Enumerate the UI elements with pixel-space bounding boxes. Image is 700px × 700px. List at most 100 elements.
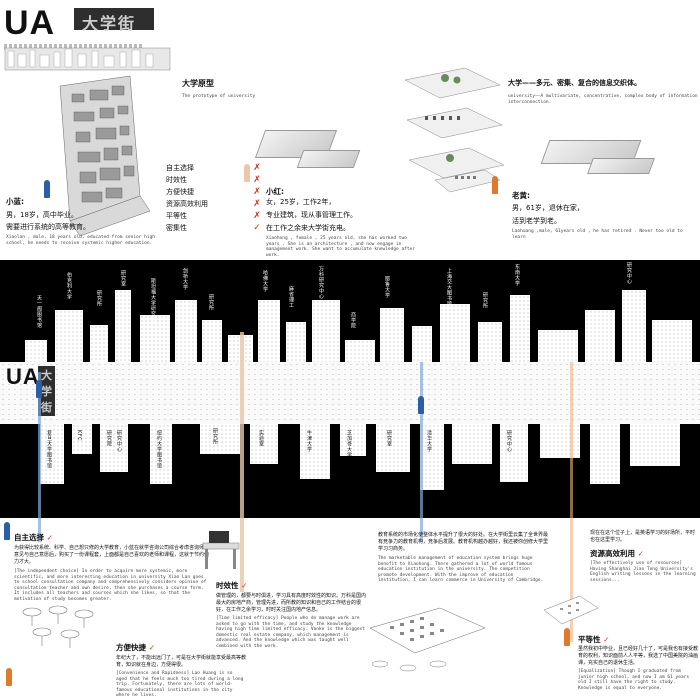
convenience-title: 方便快捷 ✓: [116, 642, 246, 653]
timeliness-title: 时效性 ✓: [216, 580, 366, 591]
efficiency-cn: 现在在这个位子上，是英语学习的好场所，平时也在这里学习。: [590, 530, 696, 543]
top-logo: UA 大学街: [4, 4, 174, 50]
check-mark-icon: ✓: [46, 533, 53, 542]
section-autonomy: 自主选择 ✓ 为获得比较系统、科学、自己想只修的大学教育，小蓝在就学咨询公司综合…: [14, 532, 210, 602]
laohuang-line1: 男，61岁，退休在家，: [512, 204, 584, 212]
skyline-label: 研究中心: [116, 430, 122, 452]
skyline-building: [478, 322, 502, 365]
classroom-graphic: [369, 607, 486, 672]
skyline-building: [376, 424, 410, 472]
equality-title: 平等性 ✓: [578, 634, 698, 645]
skyline-label: 研究中心: [506, 430, 512, 452]
person-xiaohong: 小红: 女，25岁，工作2年， 专业建筑，现从事管理工作。 在工作之余来大学街充…: [266, 186, 416, 258]
street-logo-ua: UA: [6, 364, 40, 389]
xiaohong-line1: 女，25岁，工作2年，: [266, 198, 336, 206]
exchange-iso-graphic: [404, 67, 505, 193]
skyline-building: [312, 300, 340, 365]
criterion-timeliness: 时效性✗: [166, 174, 262, 186]
skyline-label: 芝加哥大学: [346, 430, 352, 458]
logo-cn: 大学街: [82, 14, 137, 33]
efficiency-en: [The effectively use of resources] Havin…: [590, 561, 696, 583]
check-mark-icon: ✓: [148, 643, 155, 652]
autonomy-en: [The independent choice] In order to acq…: [14, 569, 207, 602]
efficiency-title: 资源高效利用 ✓: [590, 548, 698, 559]
street-logo: UA 大学街: [6, 364, 55, 416]
middle-en: The marketable management of education s…: [378, 556, 544, 583]
skyline-building: [440, 304, 470, 365]
person-figure-orange: [564, 628, 570, 646]
equality-cn: 虽然我初中毕业，且已经好几十了，可是我也有接受教育的权利，知识面前人人平等，我选…: [578, 646, 699, 666]
timeliness-title-text: 时效性: [216, 581, 239, 590]
check-mark-icon: ✓: [603, 635, 610, 644]
autonomy-title: 自主选择 ✓: [14, 532, 210, 543]
skyline-building: [140, 315, 170, 365]
criterion-equality: 平等性✗: [166, 210, 262, 222]
logo-ua: UA: [4, 4, 56, 42]
middle-cn: 教育系统的市场化使整体水平提升了很大的好处。在大学街里云集了全世界最有竞争力的教…: [378, 532, 549, 552]
efficiency-title-text: 资源高效利用: [590, 549, 635, 558]
exchange-title: 大学——多元、密集、复合的信息交织体。: [508, 79, 641, 87]
cross-mark-icon: ✗: [253, 187, 261, 197]
skyline-building: [40, 424, 64, 484]
street-model-center-2: [296, 150, 361, 168]
skyline-building: [200, 424, 240, 454]
skyline-label: 商学院: [350, 312, 356, 329]
section-convenience: 方便快捷 ✓ 年纪大了，不能出远门了，可是在大学街就能享受最高等教育，知识就在身…: [116, 642, 246, 699]
skyline-label: 研究所: [482, 292, 488, 309]
skyline-building: [540, 424, 580, 458]
laohuang-name: 老黄:: [512, 191, 530, 200]
path-line-blue-2: [420, 362, 423, 542]
skyline-label: 东南大学: [514, 264, 520, 286]
person-figure-blue: [4, 522, 10, 540]
laohuang-line2: 活到老学到老。: [512, 217, 561, 225]
person-figure-blue: [36, 380, 42, 398]
section-timeliness: 时效性 ✓ 做管理的，都要与时俱进，学习具有高度时效性的知识。万科是国内最大的房…: [216, 580, 366, 649]
skyline-building: [652, 320, 692, 365]
skyline-label: 斯坦福大学研究室: [150, 278, 156, 322]
skyline-building: [412, 326, 432, 365]
section-equality: 平等性 ✓ 虽然我初中毕业，且已经好几十了，可是我也有接受教育的权利，知识面前人…: [578, 634, 698, 691]
skyline-label: KFC: [76, 430, 82, 442]
xiaolan-line1: 男，18岁，高中毕业。: [6, 211, 78, 219]
equality-en: [Equalization] Though I graduated from j…: [578, 669, 690, 691]
timeliness-cn: 做管理的，都要与时俱进，学习具有高度时效性的知识。万科是国内最大的房地产商，管理…: [216, 593, 367, 613]
skyline-building: [202, 320, 222, 365]
check-mark-icon: ✓: [241, 581, 248, 590]
skyline-building: [420, 424, 444, 490]
path-line-orange: [570, 362, 573, 642]
skyline-label: 研究所: [212, 428, 218, 445]
criterion-label: 密集性: [166, 224, 187, 232]
person-figure-orange: [6, 668, 12, 686]
criterion-label: 平等性: [166, 212, 187, 220]
street-logo-cn: 大学街: [38, 366, 55, 416]
skyline-label: 哈佛大学: [262, 270, 268, 292]
skyline-building: [585, 310, 615, 365]
person-laohuang: 老黄: 男，61岁，退休在家， 活到老学到老。 Laohuang ,male, …: [512, 190, 692, 240]
skyline-label: 研究所: [96, 290, 102, 307]
cross-mark-icon: ✗: [253, 163, 261, 173]
person-figure-blue: [44, 180, 50, 198]
autonomy-cn: 为获得比较系统、科学、自己想只修的大学教育，小蓝在就学咨询公司综合考虑咨询师的意…: [14, 545, 210, 565]
laohuang-en: Laohuang ,male, 61years old , he has ret…: [512, 229, 683, 240]
skyline-building: [538, 330, 578, 365]
logo-strip: [4, 44, 144, 50]
xiaolan-name: 小蓝:: [6, 197, 24, 206]
skyline-building: [100, 424, 128, 472]
person-xiaolan: 小蓝: 男，18岁，高中毕业。 需要进行系统的高等教育。 Xiaolan , m…: [6, 196, 166, 246]
skyline-building: [452, 424, 492, 464]
skyline-label: 剑桥大学: [182, 268, 188, 290]
skyline-label: 耶鲁大学: [384, 276, 390, 298]
skyline-label: 研究院: [106, 430, 112, 447]
criteria-list: 自主选择✗ 时效性✗ 方便快捷✗ 资源高效利用✗ 平等性✗ 密集性✓: [166, 162, 262, 234]
person-figure-tan: [244, 164, 250, 182]
seating-graphic-left: [22, 605, 94, 648]
skyline-label: 天一阁图书馆: [36, 295, 42, 328]
skyline-building: [250, 424, 278, 464]
exchange-title-block: 大学——多元、密集、复合的信息交织体。 university——A multiv…: [508, 78, 698, 105]
xiaohong-line3: 在工作之余来大学街充电。: [266, 224, 350, 232]
skyline-building: [340, 424, 366, 456]
skyline-label: 复旦大学图书馆: [46, 430, 52, 469]
skyline-building: [500, 424, 528, 482]
skyline-building: [258, 300, 280, 365]
cross-mark-icon: ✗: [253, 175, 261, 185]
